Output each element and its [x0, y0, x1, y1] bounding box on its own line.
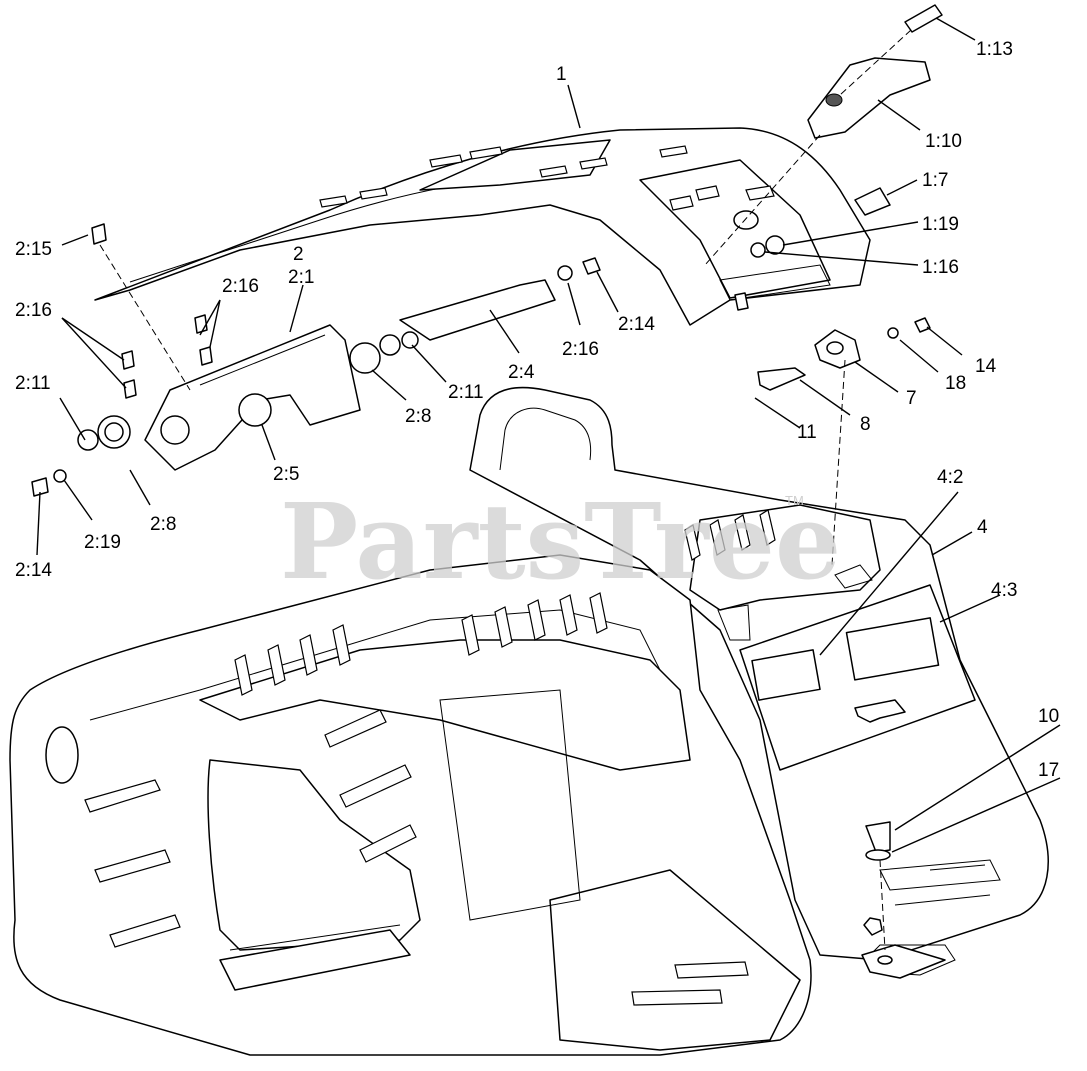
watermark-text: PartsTree — [280, 480, 841, 603]
callout-2-15: 2:15 — [15, 239, 52, 260]
top-cover — [94, 127, 871, 326]
decal-4-3 — [845, 617, 940, 681]
callout-1-13: 1:13 — [976, 39, 1013, 60]
callout-2-8-right: 2:8 — [405, 406, 431, 427]
latch-hardware — [734, 4, 946, 979]
callout-18: 18 — [945, 373, 966, 394]
callout-1-7: 1:7 — [922, 170, 948, 191]
callout-1: 1 — [556, 64, 567, 85]
rear-frame — [469, 386, 1049, 976]
leader-lines — [36, 17, 1061, 853]
callout-2-11-right: 2:11 — [448, 382, 484, 403]
callout-17: 17 — [1038, 760, 1059, 781]
callout-1-10: 1:10 — [925, 131, 962, 152]
callout-2: 2 — [293, 244, 304, 265]
callout-7: 7 — [906, 388, 917, 409]
alignment-lines — [99, 29, 912, 951]
callout-4-3: 4:3 — [991, 580, 1017, 601]
callout-4: 4 — [977, 517, 988, 538]
callout-8: 8 — [860, 414, 871, 435]
callout-2-11-left: 2:11 — [15, 373, 51, 394]
latch-handle — [807, 57, 931, 139]
callout-2-16-right: 2:16 — [562, 339, 599, 360]
callout-2-4: 2:4 — [508, 362, 535, 383]
callout-2-19: 2:19 — [84, 532, 121, 553]
callout-2-16-top: 2:16 — [222, 276, 259, 297]
hinge-bracket-assembly — [31, 223, 601, 497]
callout-labels: 1 1:13 1:10 1:7 1:19 1:16 2 2:1 2:15 2:1… — [15, 39, 1059, 781]
callout-11: 11 — [797, 422, 817, 443]
pivot-rod — [399, 279, 556, 341]
watermark-trademark: TM — [785, 493, 804, 508]
callout-4-2: 4:2 — [937, 467, 963, 488]
callout-2-14-left: 2:14 — [15, 560, 52, 581]
decal-4-2 — [751, 649, 821, 701]
callout-2-16-left: 2:16 — [15, 300, 52, 321]
callout-10: 10 — [1038, 706, 1059, 727]
callout-14: 14 — [975, 356, 997, 377]
front-frame — [9, 554, 812, 1056]
callout-2-5: 2:5 — [273, 464, 299, 485]
callout-1-16: 1:16 — [922, 257, 959, 278]
callout-2-1: 2:1 — [288, 267, 314, 288]
callout-2-8-left: 2:8 — [150, 514, 176, 535]
callout-2-14-right: 2:14 — [618, 314, 655, 335]
watermark: PartsTree TM — [280, 480, 841, 603]
callout-1-19: 1:19 — [922, 214, 959, 235]
